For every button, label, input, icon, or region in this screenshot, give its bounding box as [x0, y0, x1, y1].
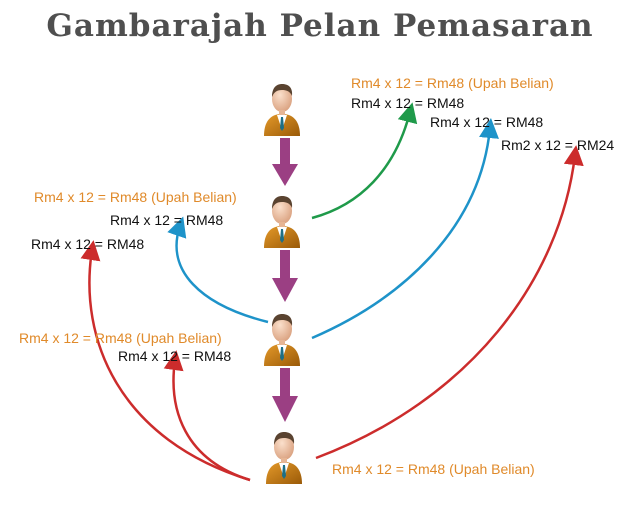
level3-purchase-label: Rm4 x 12 = Rm48 (Upah Belian)	[19, 330, 222, 346]
red-arrow-l4-to-l3	[163, 350, 251, 482]
red-arrow-l4-to-l1	[315, 145, 584, 460]
person-icon	[264, 314, 300, 366]
commission-arrows	[80, 102, 584, 482]
blue-arrow-l3-to-l1	[311, 118, 499, 340]
person-icon	[264, 84, 300, 136]
level2-commission-from-level4: Rm4 x 12 = RM48	[31, 236, 145, 252]
level3-commission-from-level4: Rm4 x 12 = RM48	[118, 348, 232, 364]
level1-purchase-label: Rm4 x 12 = Rm48 (Upah Belian)	[351, 75, 554, 91]
level1-commission-from-level4: Rm2 x 12 = RM24	[501, 137, 615, 153]
down-arrow-2-3	[272, 250, 298, 302]
red-arrow-l4-to-l2	[80, 240, 251, 482]
level1-commission-from-level3: Rm4 x 12 = RM48	[430, 114, 544, 130]
person-icon	[264, 196, 300, 248]
level4-purchase-label: Rm4 x 12 = Rm48 (Upah Belian)	[332, 461, 535, 477]
down-arrow-3-4	[272, 368, 298, 422]
green-arrow-l2-to-l1	[311, 102, 418, 220]
down-arrow-1-2	[272, 138, 298, 186]
diagram-title: Gambarajah Pelan Pemasaran	[46, 8, 594, 44]
level2-purchase-label: Rm4 x 12 = Rm48 (Upah Belian)	[34, 189, 237, 205]
hierarchy-arrows	[272, 138, 298, 422]
blue-arrow-l3-to-l2	[167, 216, 269, 324]
level2-commission-from-level3: Rm4 x 12 = RM48	[110, 212, 224, 228]
person-icon	[266, 432, 302, 484]
level1-commission-from-level2: Rm4 x 12 = RM48	[351, 95, 465, 111]
